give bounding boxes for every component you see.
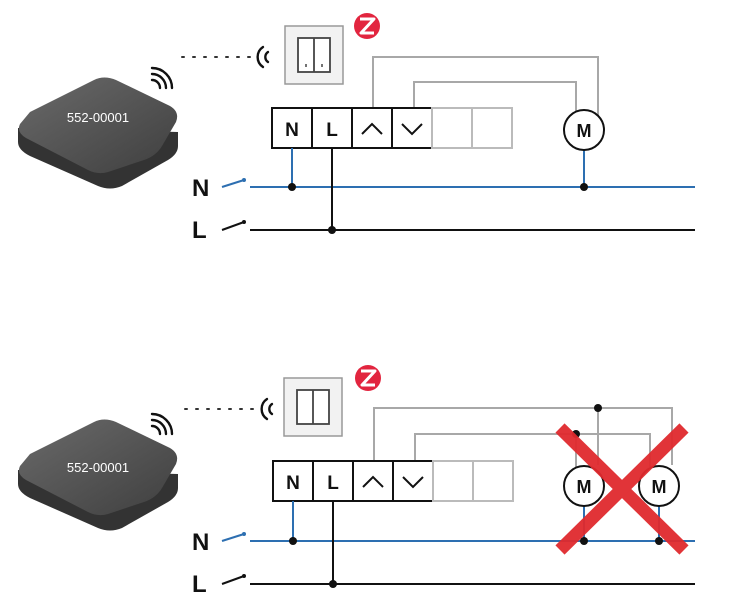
hub-label: 552-00001 bbox=[67, 460, 129, 475]
terminal-l-label: L bbox=[326, 120, 338, 141]
neutral-rail: N bbox=[192, 148, 695, 202]
hub-label: 552-00001 bbox=[67, 110, 129, 125]
motor-label: M bbox=[577, 121, 592, 141]
arrow-down-icon bbox=[401, 123, 423, 136]
wifi-signal-icon bbox=[150, 66, 174, 90]
junction-dot bbox=[594, 404, 602, 412]
wifi-signal-icon bbox=[260, 397, 274, 421]
hub-device: 552-00001 bbox=[18, 77, 178, 189]
control-wires bbox=[373, 407, 673, 467]
diagram-2: 552-00001 bbox=[18, 365, 695, 598]
rail-n-label: N bbox=[192, 175, 209, 202]
wall-switch-icon bbox=[283, 377, 343, 437]
arrow-up-icon bbox=[361, 122, 383, 135]
hub-device: 552-00001 bbox=[18, 419, 178, 531]
motor-label: M bbox=[652, 477, 667, 497]
zwave-logo-icon bbox=[354, 13, 380, 39]
cross-icon bbox=[555, 423, 689, 555]
motor-icon: M bbox=[563, 465, 605, 507]
rail-n-label: N bbox=[192, 529, 209, 556]
zwave-logo-icon bbox=[355, 365, 381, 391]
terminal-block: N L bbox=[272, 460, 514, 502]
arrow-down-icon bbox=[402, 476, 424, 489]
motor-label: M bbox=[577, 477, 592, 497]
neutral-rail: N bbox=[192, 501, 695, 556]
terminal-n-label: N bbox=[286, 473, 300, 494]
motor-icon: M bbox=[638, 465, 680, 507]
terminal-n-label: N bbox=[285, 120, 299, 141]
rail-l-label: L bbox=[192, 571, 207, 598]
wall-switch-icon bbox=[284, 25, 344, 85]
arrow-up-icon bbox=[362, 475, 384, 488]
wifi-signal-icon bbox=[256, 45, 270, 69]
control-wires bbox=[372, 56, 599, 117]
terminal-l-label: L bbox=[327, 473, 339, 494]
live-rail: L bbox=[192, 148, 695, 244]
terminal-block: N L bbox=[271, 107, 513, 149]
wifi-signal-icon bbox=[150, 412, 174, 436]
motor-icon: M bbox=[563, 109, 605, 151]
live-rail: L bbox=[192, 501, 695, 598]
diagram-1: 552-00001 bbox=[18, 13, 695, 244]
rail-l-label: L bbox=[192, 217, 207, 244]
